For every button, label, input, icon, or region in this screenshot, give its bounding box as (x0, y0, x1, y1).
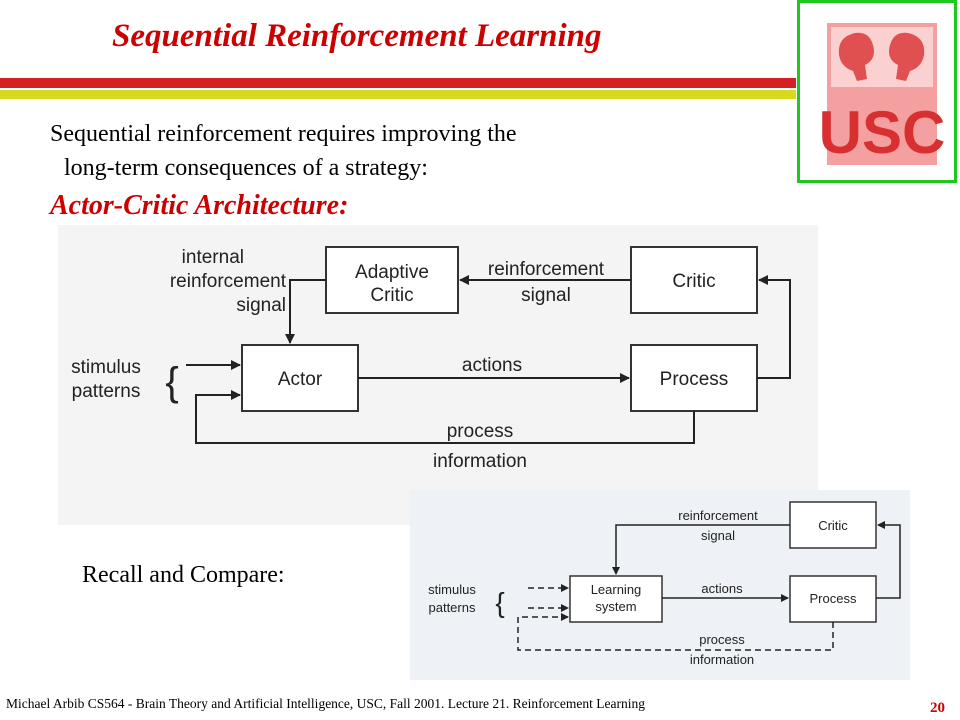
intro-line-1: Sequential reinforcement requires improv… (50, 121, 517, 147)
usc-logo-graphic: USC (819, 23, 946, 166)
process-label-2: Process (810, 591, 857, 606)
section-subheading: Actor-Critic Architecture: (50, 190, 349, 221)
reinforcement-signal-label-2: signal (521, 285, 571, 306)
stimulus-brace: { (165, 360, 178, 404)
process-information-arrow-2 (517, 613, 834, 651)
learning-system-box (569, 575, 663, 623)
adaptive-critic-label-1: Adaptive (355, 262, 429, 283)
reinforcement-label-2a: reinforcement (678, 508, 758, 523)
critic-label: Critic (672, 271, 715, 292)
process-information-arrow (195, 390, 695, 444)
adaptive-critic-label-2: Critic (370, 285, 413, 306)
process-label: Process (660, 369, 729, 390)
logo-text: USC (819, 99, 946, 166)
actions-label-2: actions (701, 581, 743, 596)
adaptive-to-actor-arrow (285, 279, 326, 344)
internal-signal-label-2: reinforcement (170, 271, 287, 292)
process-to-critic-arrow (757, 275, 791, 379)
slide-title: Sequential Reinforcement Learning (112, 18, 602, 54)
actor-label: Actor (278, 369, 323, 390)
stimulus-label-2a: stimulus (428, 582, 476, 597)
adaptive-critic-box (325, 246, 459, 314)
actor-critic-diagram: Adaptive Critic Critic Actor Process int… (58, 225, 818, 525)
process-information-label-2a: process (699, 632, 745, 647)
process-information-label-2: information (433, 451, 527, 472)
internal-signal-label-3: signal (236, 295, 286, 316)
usc-logo: USC (797, 0, 957, 183)
actor-box (241, 344, 359, 412)
internal-signal-label-1: internal (182, 247, 244, 268)
stimulus-label-2b: patterns (429, 600, 476, 615)
title-underline-yellow (0, 90, 796, 99)
title-underline-red (0, 78, 796, 88)
learning-label-1: Learning (591, 582, 642, 597)
stimulus-label-1: stimulus (71, 357, 141, 378)
page-number: 20 (930, 700, 945, 716)
learning-label-2: system (595, 599, 636, 614)
process-information-label-1: process (447, 421, 514, 442)
critic-box-2 (789, 501, 877, 549)
slide-footer: Michael Arbib CS564 - Brain Theory and A… (6, 696, 645, 711)
reinforcement-label-2b: signal (701, 528, 735, 543)
stimulus-brace-2: { (495, 587, 504, 618)
reinforcement-signal-label-1: reinforcement (488, 259, 605, 280)
learning-system-diagram: Critic Learning system Process reinforce… (410, 490, 910, 680)
process-to-critic-arrow-2 (876, 521, 901, 599)
critic-label-2: Critic (818, 518, 848, 533)
recall-compare-text: Recall and Compare: (82, 562, 285, 588)
stimulus-label-2: patterns (72, 381, 141, 402)
intro-line-2: long-term consequences of a strategy: (64, 155, 428, 181)
process-information-label-2b: information (690, 652, 754, 667)
process-box-2 (789, 575, 877, 623)
intro-text: Sequential reinforcement requires improv… (50, 117, 517, 185)
actions-label: actions (462, 355, 522, 376)
critic-to-learning-arrow (612, 524, 790, 575)
